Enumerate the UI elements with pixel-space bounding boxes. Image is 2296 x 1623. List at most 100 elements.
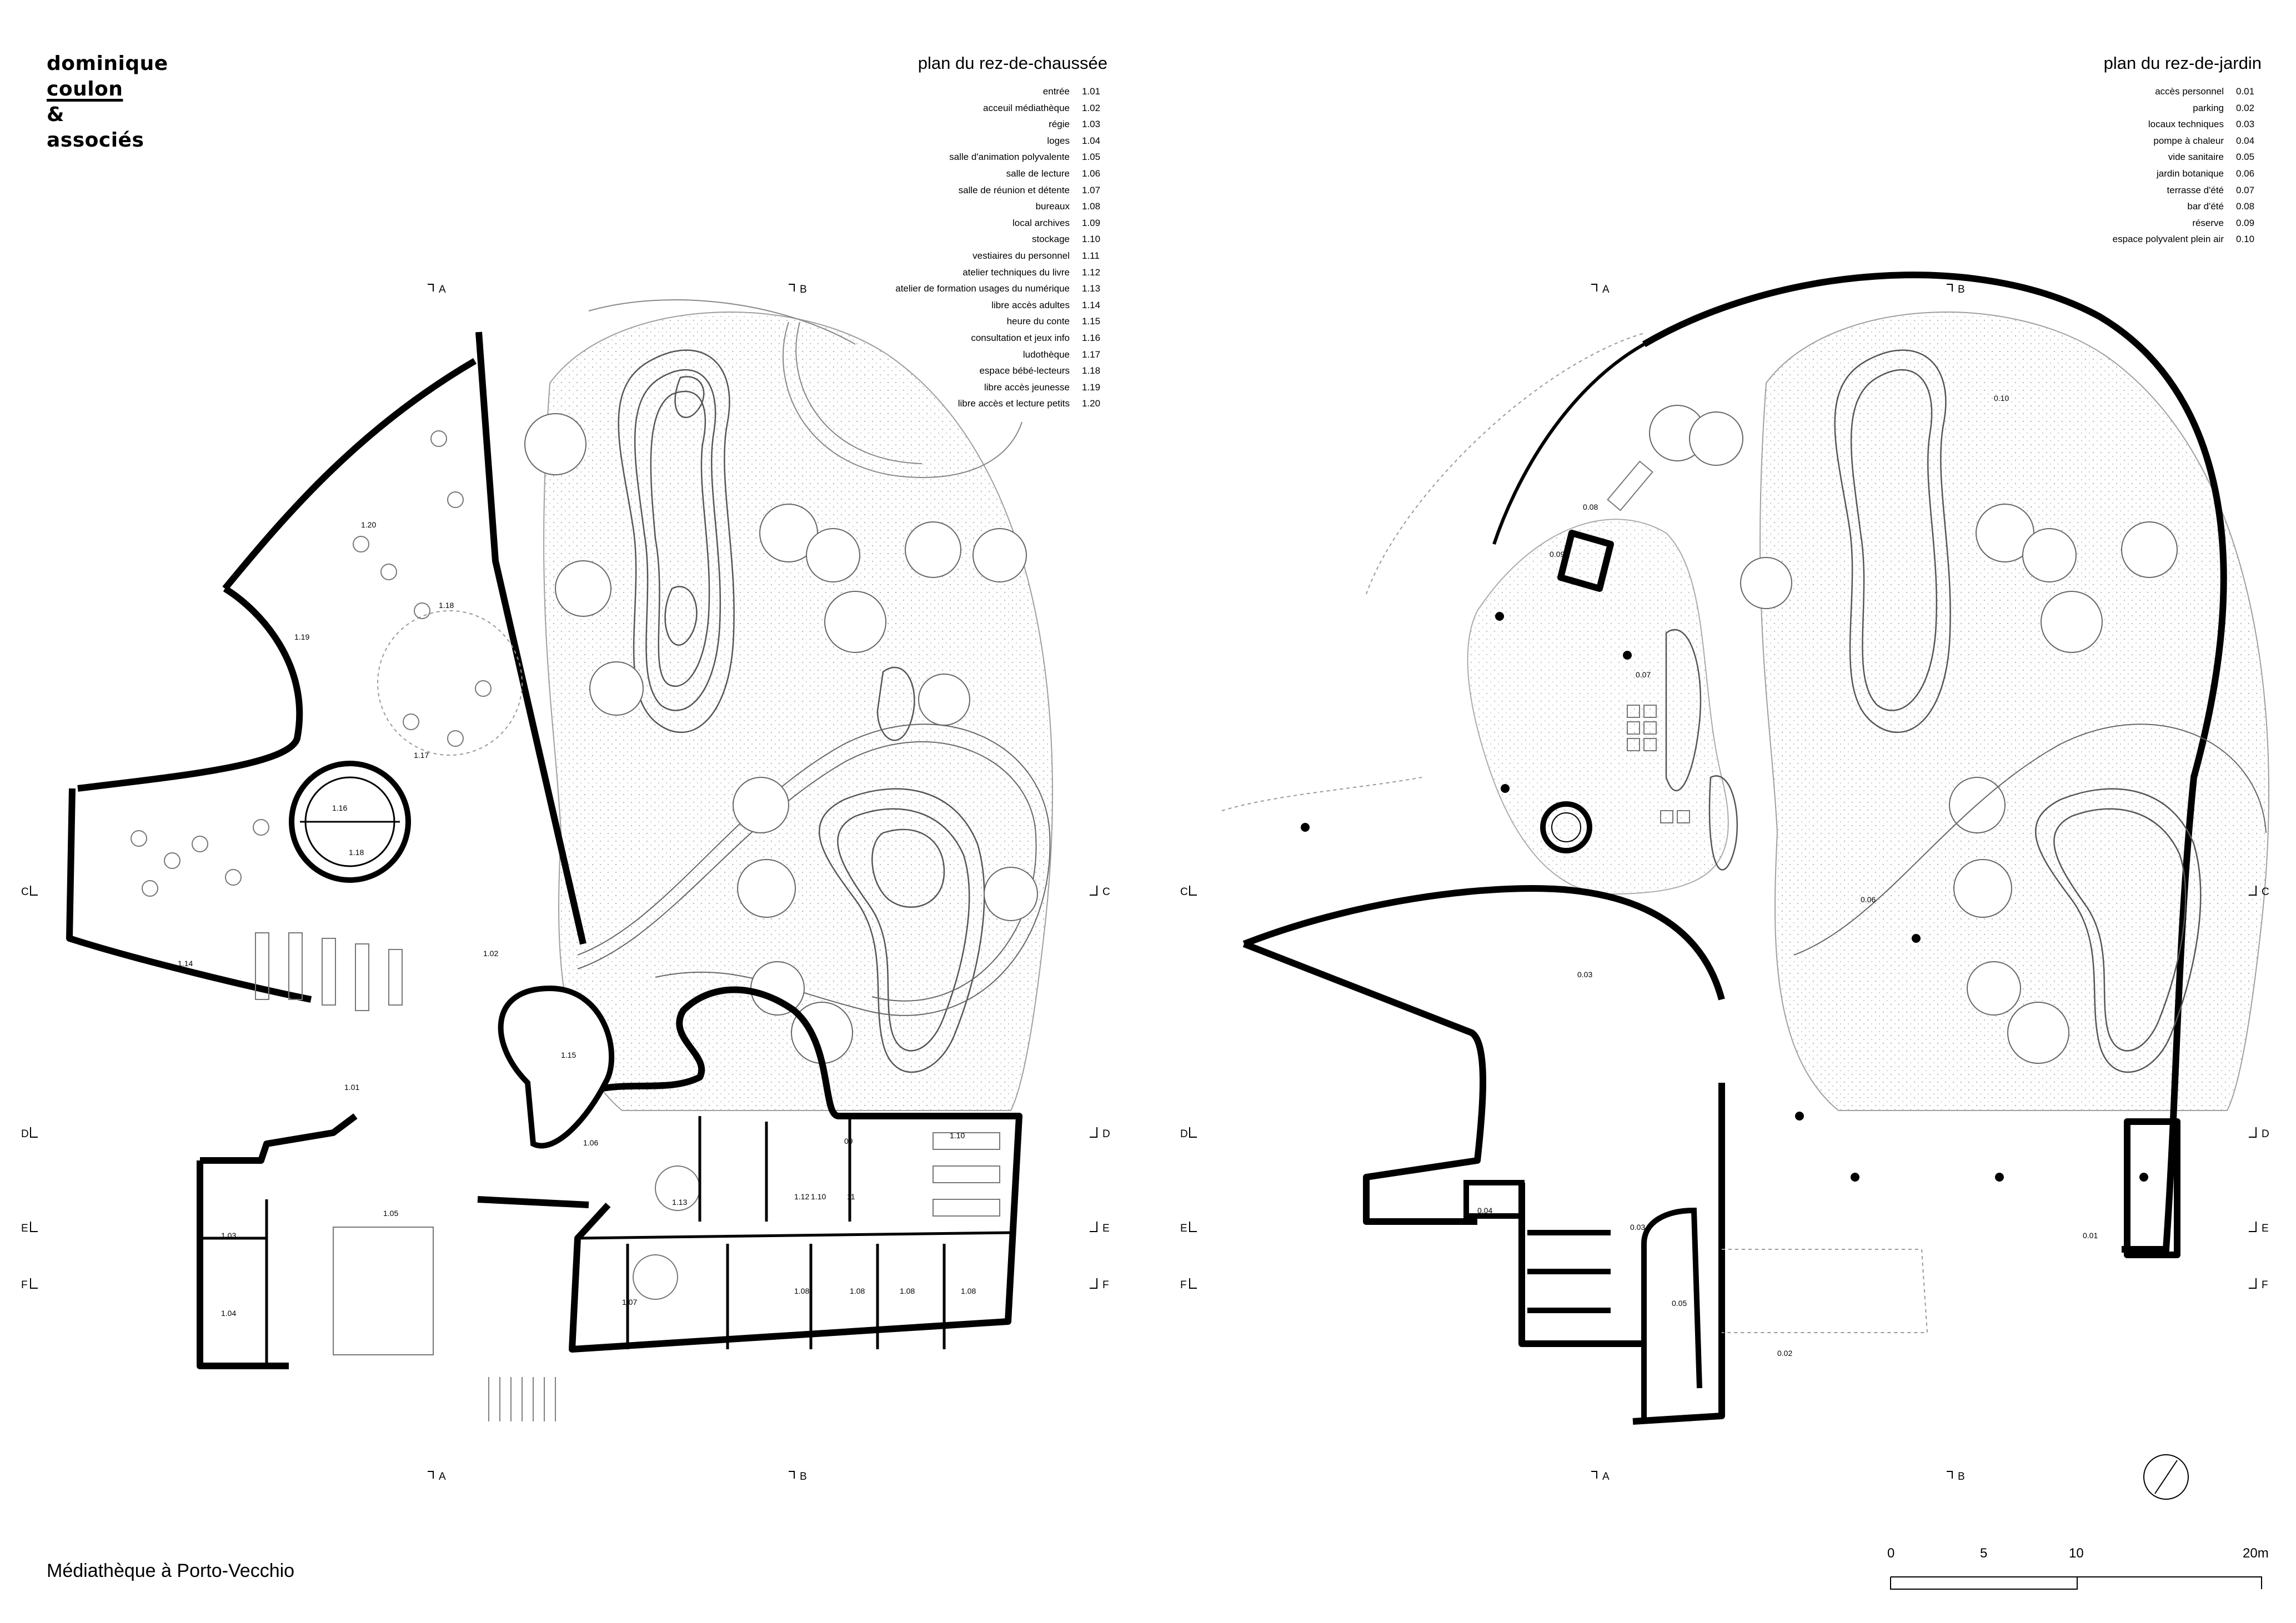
legend-row: atelier de formation usages du numérique… [895, 280, 1107, 297]
legend-number: 0.07 [2236, 184, 2255, 195]
room-label: 0.02 [1777, 1349, 1792, 1358]
section-marker: A [1602, 1471, 1610, 1483]
scale-bar: 0 5 10 20m [1887, 1546, 2269, 1590]
room-label: 1.10 [811, 1192, 826, 1201]
legend-label: locaux techniques [2148, 119, 2224, 130]
room-label: 09 [844, 1137, 853, 1145]
legend-label: accès personnel [2155, 86, 2224, 97]
room-label: 0.07 [1636, 670, 1651, 679]
scale-label: 20m [2243, 1546, 2269, 1561]
legend-label: parking [2193, 102, 2224, 113]
room-label: 0.05 [1672, 1299, 1687, 1308]
section-marker: D [1180, 1128, 1188, 1140]
section-marker: F [1102, 1279, 1109, 1291]
legend-number: 0.10 [2236, 234, 2255, 245]
room-label: 1.18 [439, 601, 454, 610]
room-label: 1.04 [221, 1309, 236, 1318]
legend-label: bar d'été [2187, 201, 2224, 212]
room-label: 0.08 [1583, 503, 1598, 511]
legend-label: vestiaires du personnel [972, 250, 1070, 261]
legend-number: 0.03 [2236, 119, 2255, 130]
project-caption: Médiathèque à Porto-Vecchio [47, 1560, 295, 1581]
room-label: 1.05 [383, 1209, 398, 1218]
legend-label: pompe à chaleur [2153, 135, 2224, 146]
legend-number: 0.05 [2236, 152, 2255, 163]
legend-label: salle d'animation polyvalente [949, 152, 1070, 163]
legend-number: 0.01 [2236, 86, 2255, 97]
legend-number: 1.14 [1082, 299, 1101, 310]
scale-label: 0 [1887, 1546, 1894, 1561]
room-label: 0.06 [1861, 895, 1876, 904]
legend-number: 1.05 [1082, 152, 1101, 163]
legend-label: libre accès et lecture petits [957, 398, 1070, 409]
section-marker: D [1102, 1128, 1110, 1140]
logo-line-1: dominique [47, 52, 168, 75]
room-label: 0.01 [2083, 1231, 2098, 1240]
scale-label: 5 [1980, 1546, 1987, 1561]
legend-number: 1.13 [1082, 283, 1101, 294]
scale-label: 10 [2069, 1546, 2084, 1561]
legend-label: loges [1047, 135, 1070, 146]
room-label: 1.08 [794, 1287, 809, 1295]
logo-line-3: & [47, 103, 64, 126]
legend-row: libre accès jeunesse 1.19 [895, 379, 1107, 396]
legend-number: 1.18 [1082, 365, 1101, 376]
logo: dominique coulon & associés [47, 51, 168, 153]
room-label: 11 [847, 1192, 855, 1201]
legend-label: espace polyvalent plein air [2112, 234, 2224, 245]
legend-number: 1.09 [1082, 217, 1101, 228]
section-marker: B [1958, 284, 1965, 295]
room-label: 1.12 [794, 1192, 809, 1201]
logo-line-4: associés [47, 129, 144, 152]
legend-label: ludothèque [1022, 349, 1070, 360]
legend-label: vide sanitaire [2168, 152, 2224, 163]
section-marker: A [1602, 284, 1610, 295]
legend-number: 0.06 [2236, 168, 2255, 179]
legend-number: 1.19 [1082, 381, 1101, 393]
section-marker: F [1180, 1279, 1187, 1291]
legend-label: consultation et jeux info [971, 332, 1070, 343]
legend-label: acceuil médiathèque [983, 102, 1070, 113]
section-marker: C [2262, 886, 2269, 898]
section-marker: F [2262, 1279, 2268, 1291]
garden-floor-plan: 0.10 0.08 0.09 0.07 0.06 0.03 0.04 0.03 … [1221, 272, 2270, 1500]
section-marker: A [439, 284, 446, 295]
room-label: 1.14 [178, 959, 193, 968]
legend-number: 1.02 [1082, 102, 1101, 113]
legend-row: vide sanitaire 0.05 [2113, 149, 2262, 165]
room-label: 1.01 [344, 1083, 359, 1092]
legend-number: 1.07 [1082, 184, 1101, 195]
legend-number: 1.15 [1082, 316, 1101, 327]
room-label: 1.19 [294, 632, 309, 641]
section-marker: C [1180, 886, 1188, 898]
section-marker: B [800, 1471, 807, 1483]
legend-row: espace polyvalent plein air 0.10 [2113, 231, 2262, 248]
legend-label: libre accès adultes [991, 299, 1070, 310]
room-label: 1.02 [483, 949, 498, 958]
room-label: 1.15 [561, 1051, 576, 1059]
room-label: 1.03 [221, 1231, 236, 1240]
legend-label: bureaux [1035, 201, 1070, 212]
legend-number: 1.20 [1082, 398, 1101, 409]
room-label: 1.07 [622, 1298, 637, 1307]
room-label: 1.17 [414, 751, 429, 760]
legend-label: libre accès jeunesse [984, 381, 1070, 393]
legend-row: locaux techniques 0.03 [2113, 116, 2262, 133]
room-label: 1.06 [583, 1138, 598, 1147]
legend-number: 0.04 [2236, 135, 2255, 146]
room-label: 0.09 [1550, 550, 1565, 559]
legend-label: stockage [1031, 234, 1070, 245]
legend-number: 1.04 [1082, 135, 1101, 146]
